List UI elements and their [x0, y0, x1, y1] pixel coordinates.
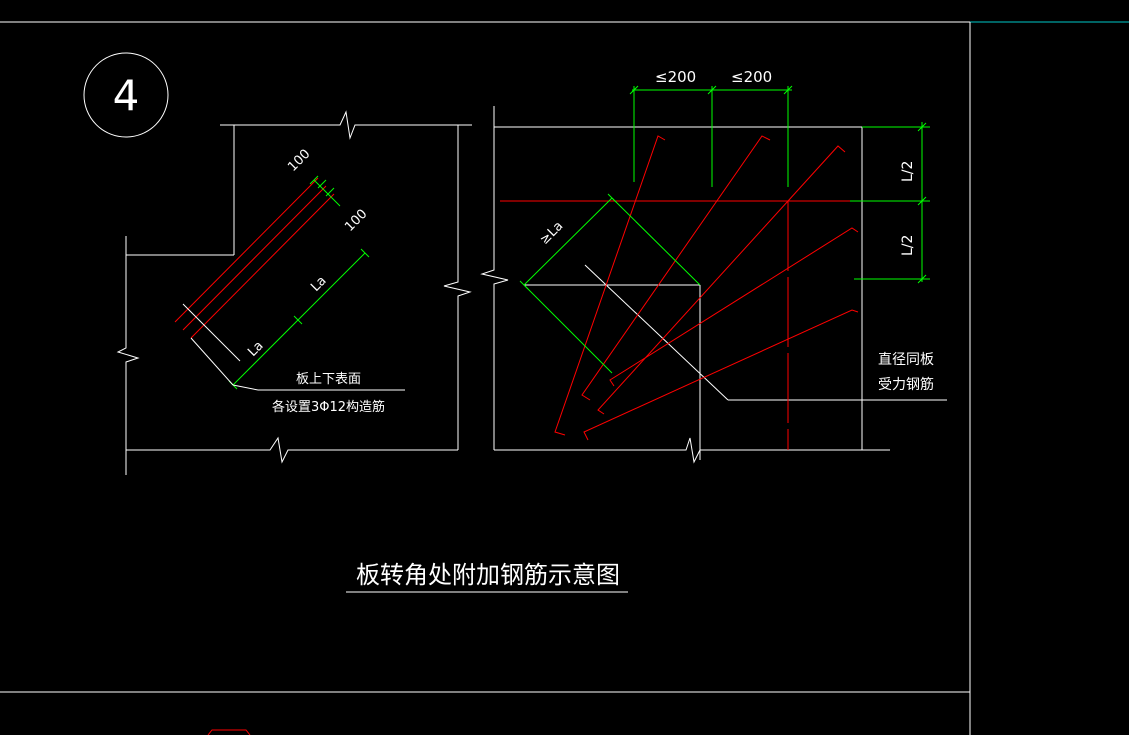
right-anchor-dimension	[519, 193, 701, 374]
left-note-line-1: 板上下表面	[296, 372, 361, 387]
left-dimension-chain	[228, 175, 370, 390]
left-dim-100-b: 100	[342, 207, 370, 235]
right-spacing-dimension	[629, 85, 793, 187]
right-note-line-2: 受力钢筋	[878, 376, 934, 393]
right-dim-half-bottom: L/2	[900, 235, 916, 256]
detail-number: 4	[113, 71, 140, 120]
right-note-line-1: 直径同板	[878, 351, 934, 368]
right-dim-spacing-1: ≤200	[655, 68, 696, 86]
right-dim-spacing-2: ≤200	[731, 68, 772, 86]
left-dim-la-lower: La	[245, 338, 266, 359]
left-note-line-2: 各设置3Φ12构造筋	[272, 399, 385, 415]
detail-number-bubble: 4	[83, 52, 169, 138]
left-detail: 100 100 La La 板上下表面 各设置3Φ12构造筋	[116, 110, 472, 475]
right-corner-rebars	[554, 135, 859, 441]
right-half-span-dimension	[850, 122, 930, 284]
sheet-frame	[0, 21, 1129, 735]
left-extension-lines	[182, 303, 405, 391]
left-corner-rebars	[174, 177, 335, 339]
left-dim-100-a: 100	[285, 147, 313, 175]
left-slab-outline	[116, 110, 472, 475]
right-detail: ≤200 ≤200 L/2 L/2 ≥La 直径同板 受力钢筋	[480, 68, 947, 464]
right-dim-anchor: ≥La	[537, 219, 566, 248]
right-dim-half-top: L/2	[900, 161, 916, 182]
right-slab-outline	[480, 106, 947, 464]
right-axis-lines	[500, 200, 862, 450]
drawing-title: 板转角处附加钢筋示意图	[356, 561, 620, 589]
drawing-title-block: 板转角处附加钢筋示意图	[346, 561, 628, 593]
